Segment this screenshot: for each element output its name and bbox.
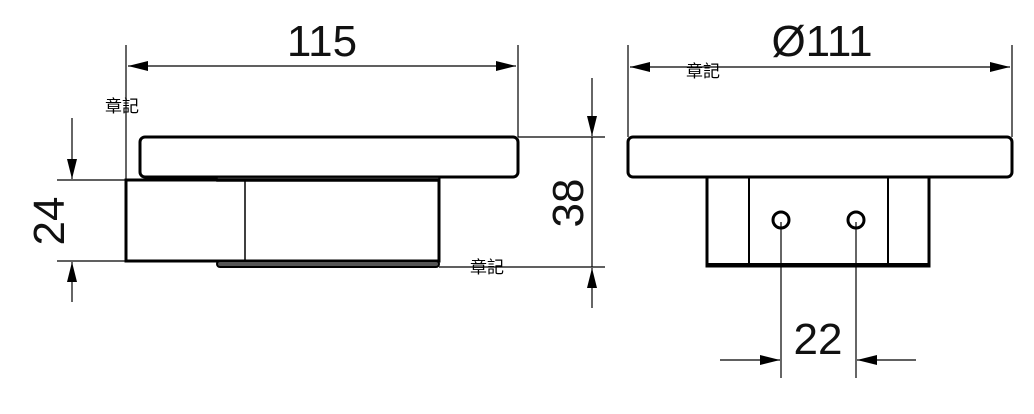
annotation-note: 章記 xyxy=(105,97,139,117)
total-height-dimension-label: 38 xyxy=(544,179,593,228)
side-view xyxy=(57,45,605,308)
tray-plate xyxy=(138,135,520,179)
diameter-dimension-label: Ø111 xyxy=(771,17,872,66)
front-view xyxy=(626,45,1014,378)
annotation-note: 章記 xyxy=(470,258,504,278)
hole-spacing-dimension-label: 22 xyxy=(794,315,843,364)
tray-plate xyxy=(626,135,1014,179)
base-height-dimension-label: 24 xyxy=(25,197,74,246)
bottom-strip xyxy=(216,260,440,268)
annotation-note: 章記 xyxy=(686,62,720,82)
wall-mount-body xyxy=(124,178,441,263)
wall-mount-body xyxy=(705,175,931,268)
width-dimension-label: 115 xyxy=(287,17,357,66)
